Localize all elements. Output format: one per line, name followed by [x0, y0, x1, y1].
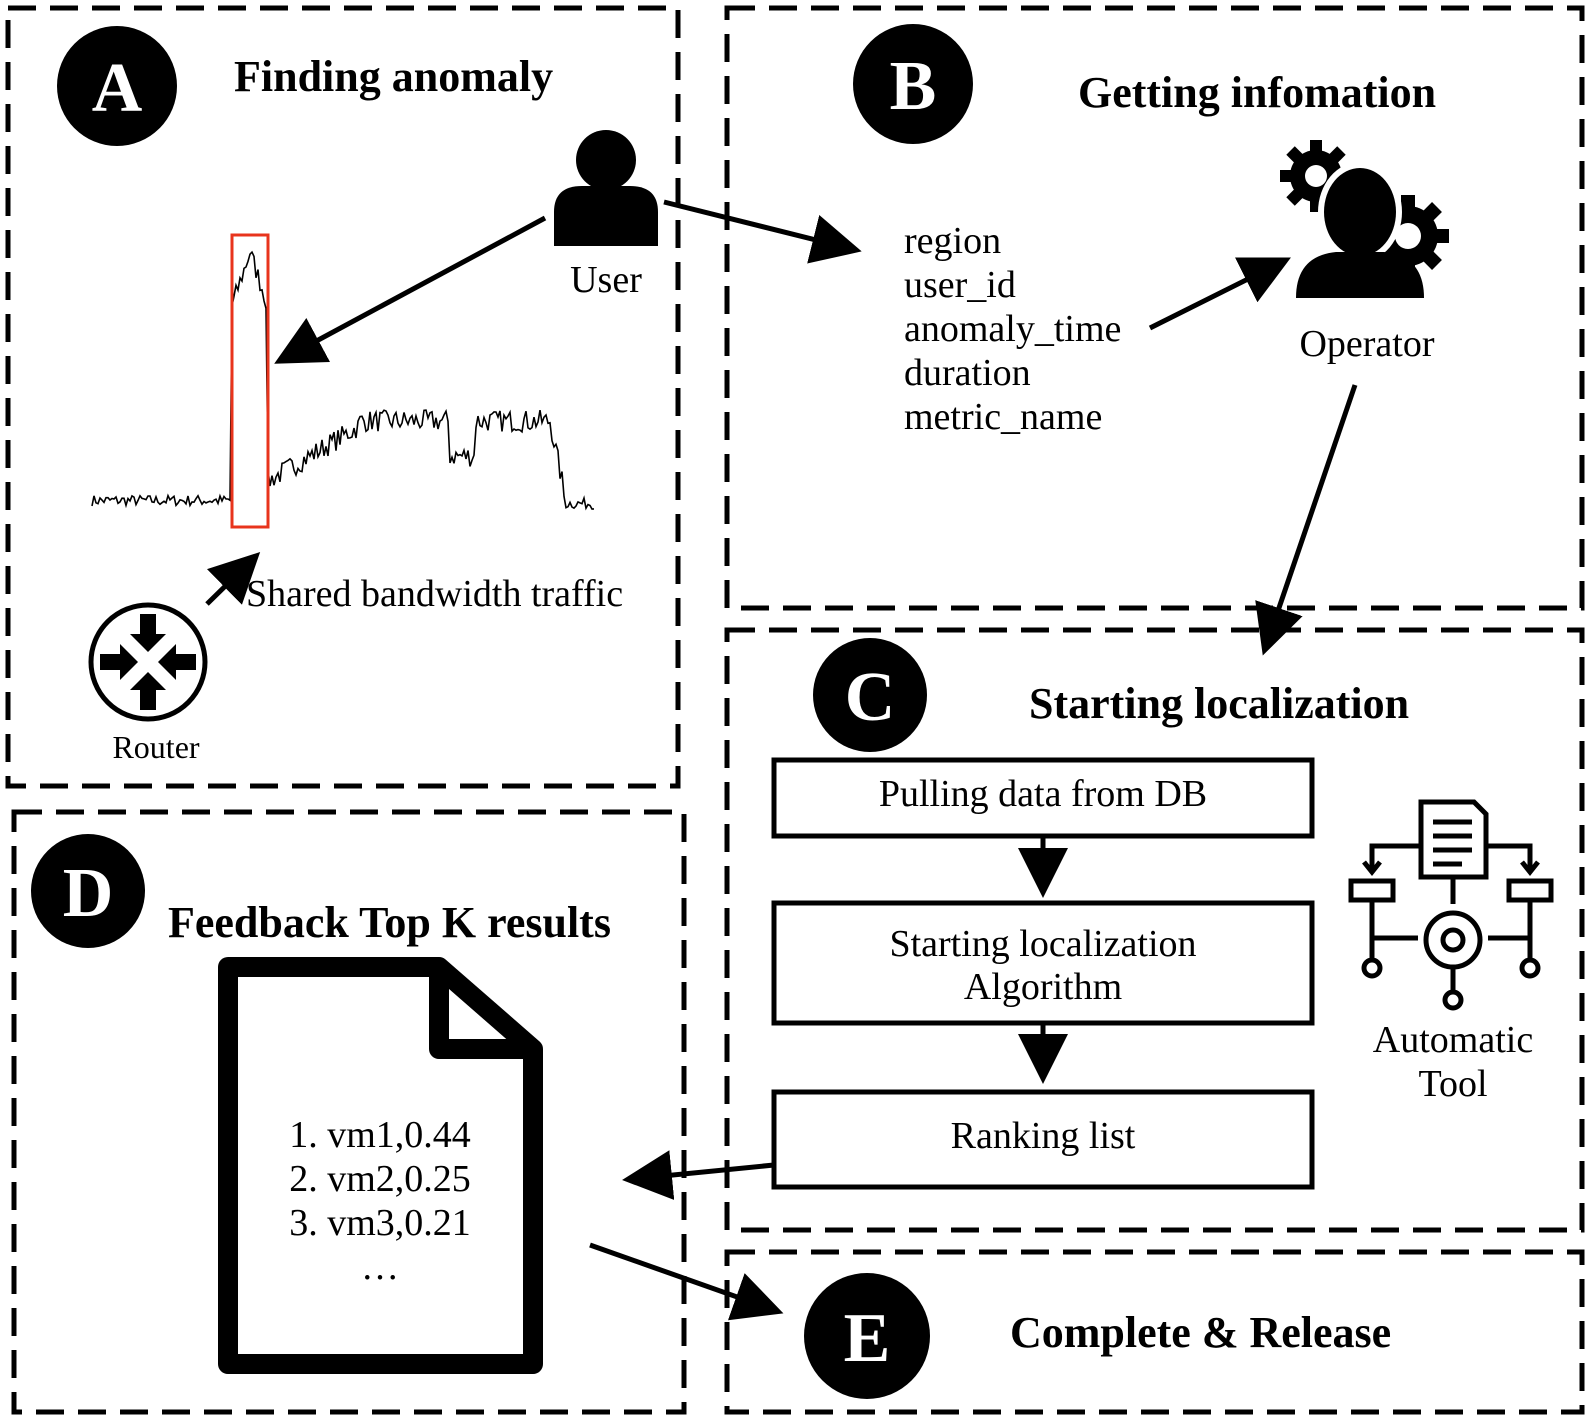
- operator-label: Operator: [1299, 323, 1434, 365]
- automatic-tool-label-2: Tool: [1418, 1063, 1487, 1105]
- user-to-anomaly-arrow: [274, 215, 547, 364]
- rank-to-results-arrow: [622, 1150, 775, 1200]
- panel-e-letter: E: [844, 1300, 891, 1377]
- panel-b-badge: [853, 24, 973, 144]
- panel-c-title: Starting localization: [1029, 679, 1409, 728]
- automatic-tool-label-1: Automatic: [1373, 1019, 1533, 1061]
- panel-d-border: [11, 809, 687, 1415]
- info-field: metric_name: [904, 396, 1102, 438]
- result-item: 2. vm2,0.25: [289, 1158, 471, 1200]
- step-pull-box: [771, 757, 1315, 839]
- panel-e-border: [724, 1249, 1585, 1415]
- info-field-list: region user_id anomaly_time duration met…: [904, 220, 1121, 438]
- step-rank-label: Ranking list: [951, 1115, 1136, 1157]
- results-to-release-arrow: [589, 1242, 784, 1321]
- panel-c-letter: C: [845, 659, 896, 736]
- results-document-icon: [218, 957, 543, 1374]
- panel-d-badge: [31, 834, 145, 948]
- router-label: Router: [112, 729, 199, 765]
- result-item: 1. vm1,0.44: [289, 1114, 471, 1156]
- info-to-operator-arrow: [1148, 257, 1291, 331]
- step-rank-box: [771, 1089, 1315, 1190]
- router-icon: [88, 602, 208, 722]
- panel-d-title: Feedback Top K results: [168, 898, 611, 947]
- step-algo-box: [771, 900, 1315, 1026]
- operator-icon: [1280, 140, 1449, 298]
- panel-b-title: Getting infomation: [1078, 68, 1436, 117]
- panel-a-letter: A: [92, 50, 143, 127]
- anomaly-highlight-box: [230, 233, 270, 529]
- step-pull-label: Pulling data from DB: [879, 773, 1207, 815]
- info-field: anomaly_time: [904, 308, 1121, 350]
- step-algo-label-1: Starting localization: [889, 923, 1196, 965]
- panel-d-letter: D: [63, 855, 114, 932]
- panel-b-border: [724, 5, 1585, 611]
- info-field: region: [904, 220, 1001, 262]
- traffic-series: [91, 250, 595, 511]
- panel-e-badge: [804, 1273, 930, 1399]
- info-field: duration: [904, 352, 1031, 394]
- automatic-tool-icon: [1348, 799, 1554, 1011]
- user-label: User: [570, 259, 642, 301]
- operator-to-localization-arrow: [1255, 384, 1358, 656]
- result-item: 3. vm3,0.21: [289, 1202, 471, 1244]
- user-to-info-arrow: [663, 199, 862, 264]
- info-field: user_id: [904, 264, 1016, 306]
- traffic-label: Shared bandwidth traffic: [246, 573, 623, 615]
- result-item: …: [361, 1246, 399, 1288]
- panel-a-border: [5, 5, 681, 789]
- panel-a-title: Finding anomaly: [234, 52, 553, 101]
- panel-a-badge: [57, 26, 177, 146]
- router-to-traffic-arrow: [205, 552, 261, 606]
- step-algo-label-2: Algorithm: [964, 966, 1122, 1008]
- panel-e-title: Complete & Release: [1010, 1308, 1391, 1357]
- panel-c-badge: [813, 638, 927, 752]
- traffic-chart: [91, 233, 595, 529]
- panel-b-letter: B: [890, 48, 937, 125]
- panel-c-border: [724, 627, 1585, 1233]
- user-icon: [554, 130, 658, 246]
